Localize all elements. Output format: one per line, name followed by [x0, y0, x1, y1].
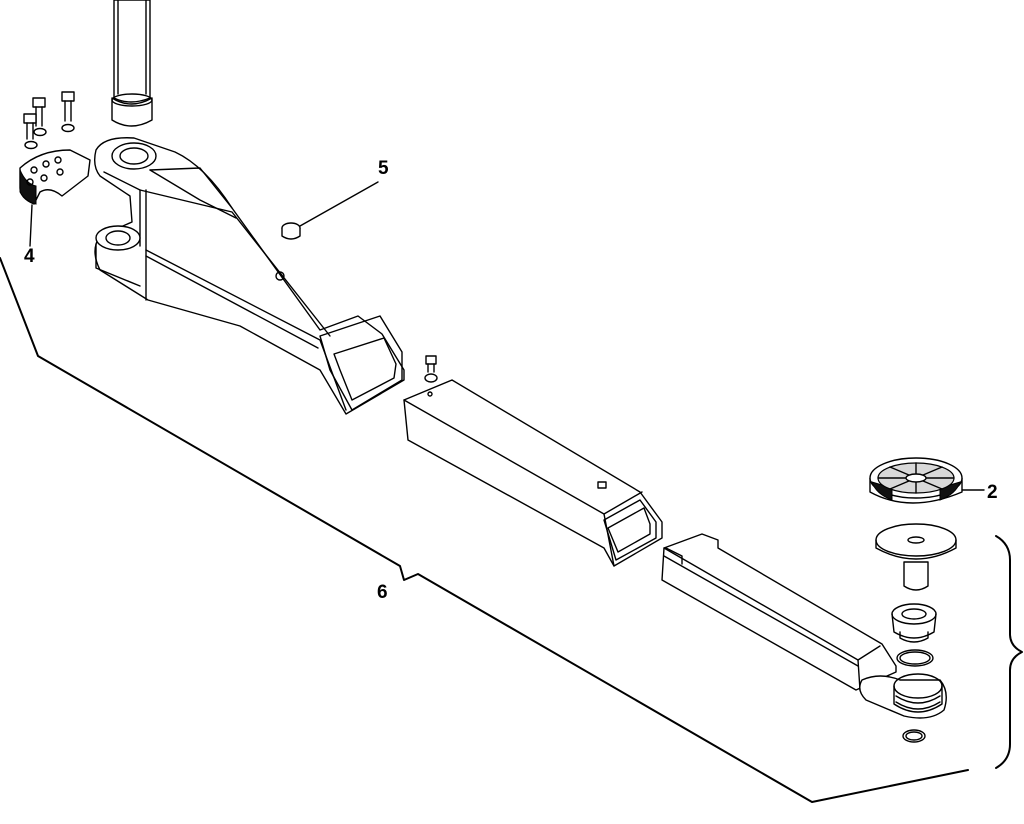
bolts-and-washers	[23, 91, 75, 150]
vertical-cylinder	[111, 0, 153, 127]
swing-arm-main	[93, 137, 405, 415]
o-ring	[896, 649, 934, 667]
rubber-pad	[869, 457, 985, 504]
callout-5: 5	[378, 158, 389, 179]
extension-arm-middle	[403, 379, 663, 567]
extension-arm-outer	[661, 533, 947, 719]
callout-2: 2	[987, 482, 998, 503]
plug	[281, 181, 379, 240]
assembly-bracket-6	[0, 257, 969, 803]
gear-segment	[19, 149, 91, 247]
bushing	[891, 603, 937, 643]
snap-ring	[902, 729, 926, 743]
screw-and-nut	[424, 355, 438, 383]
right-brace	[995, 535, 1023, 769]
callout-6: 6	[377, 582, 388, 603]
callout-4: 4	[24, 246, 35, 267]
pad-holder	[875, 523, 957, 591]
